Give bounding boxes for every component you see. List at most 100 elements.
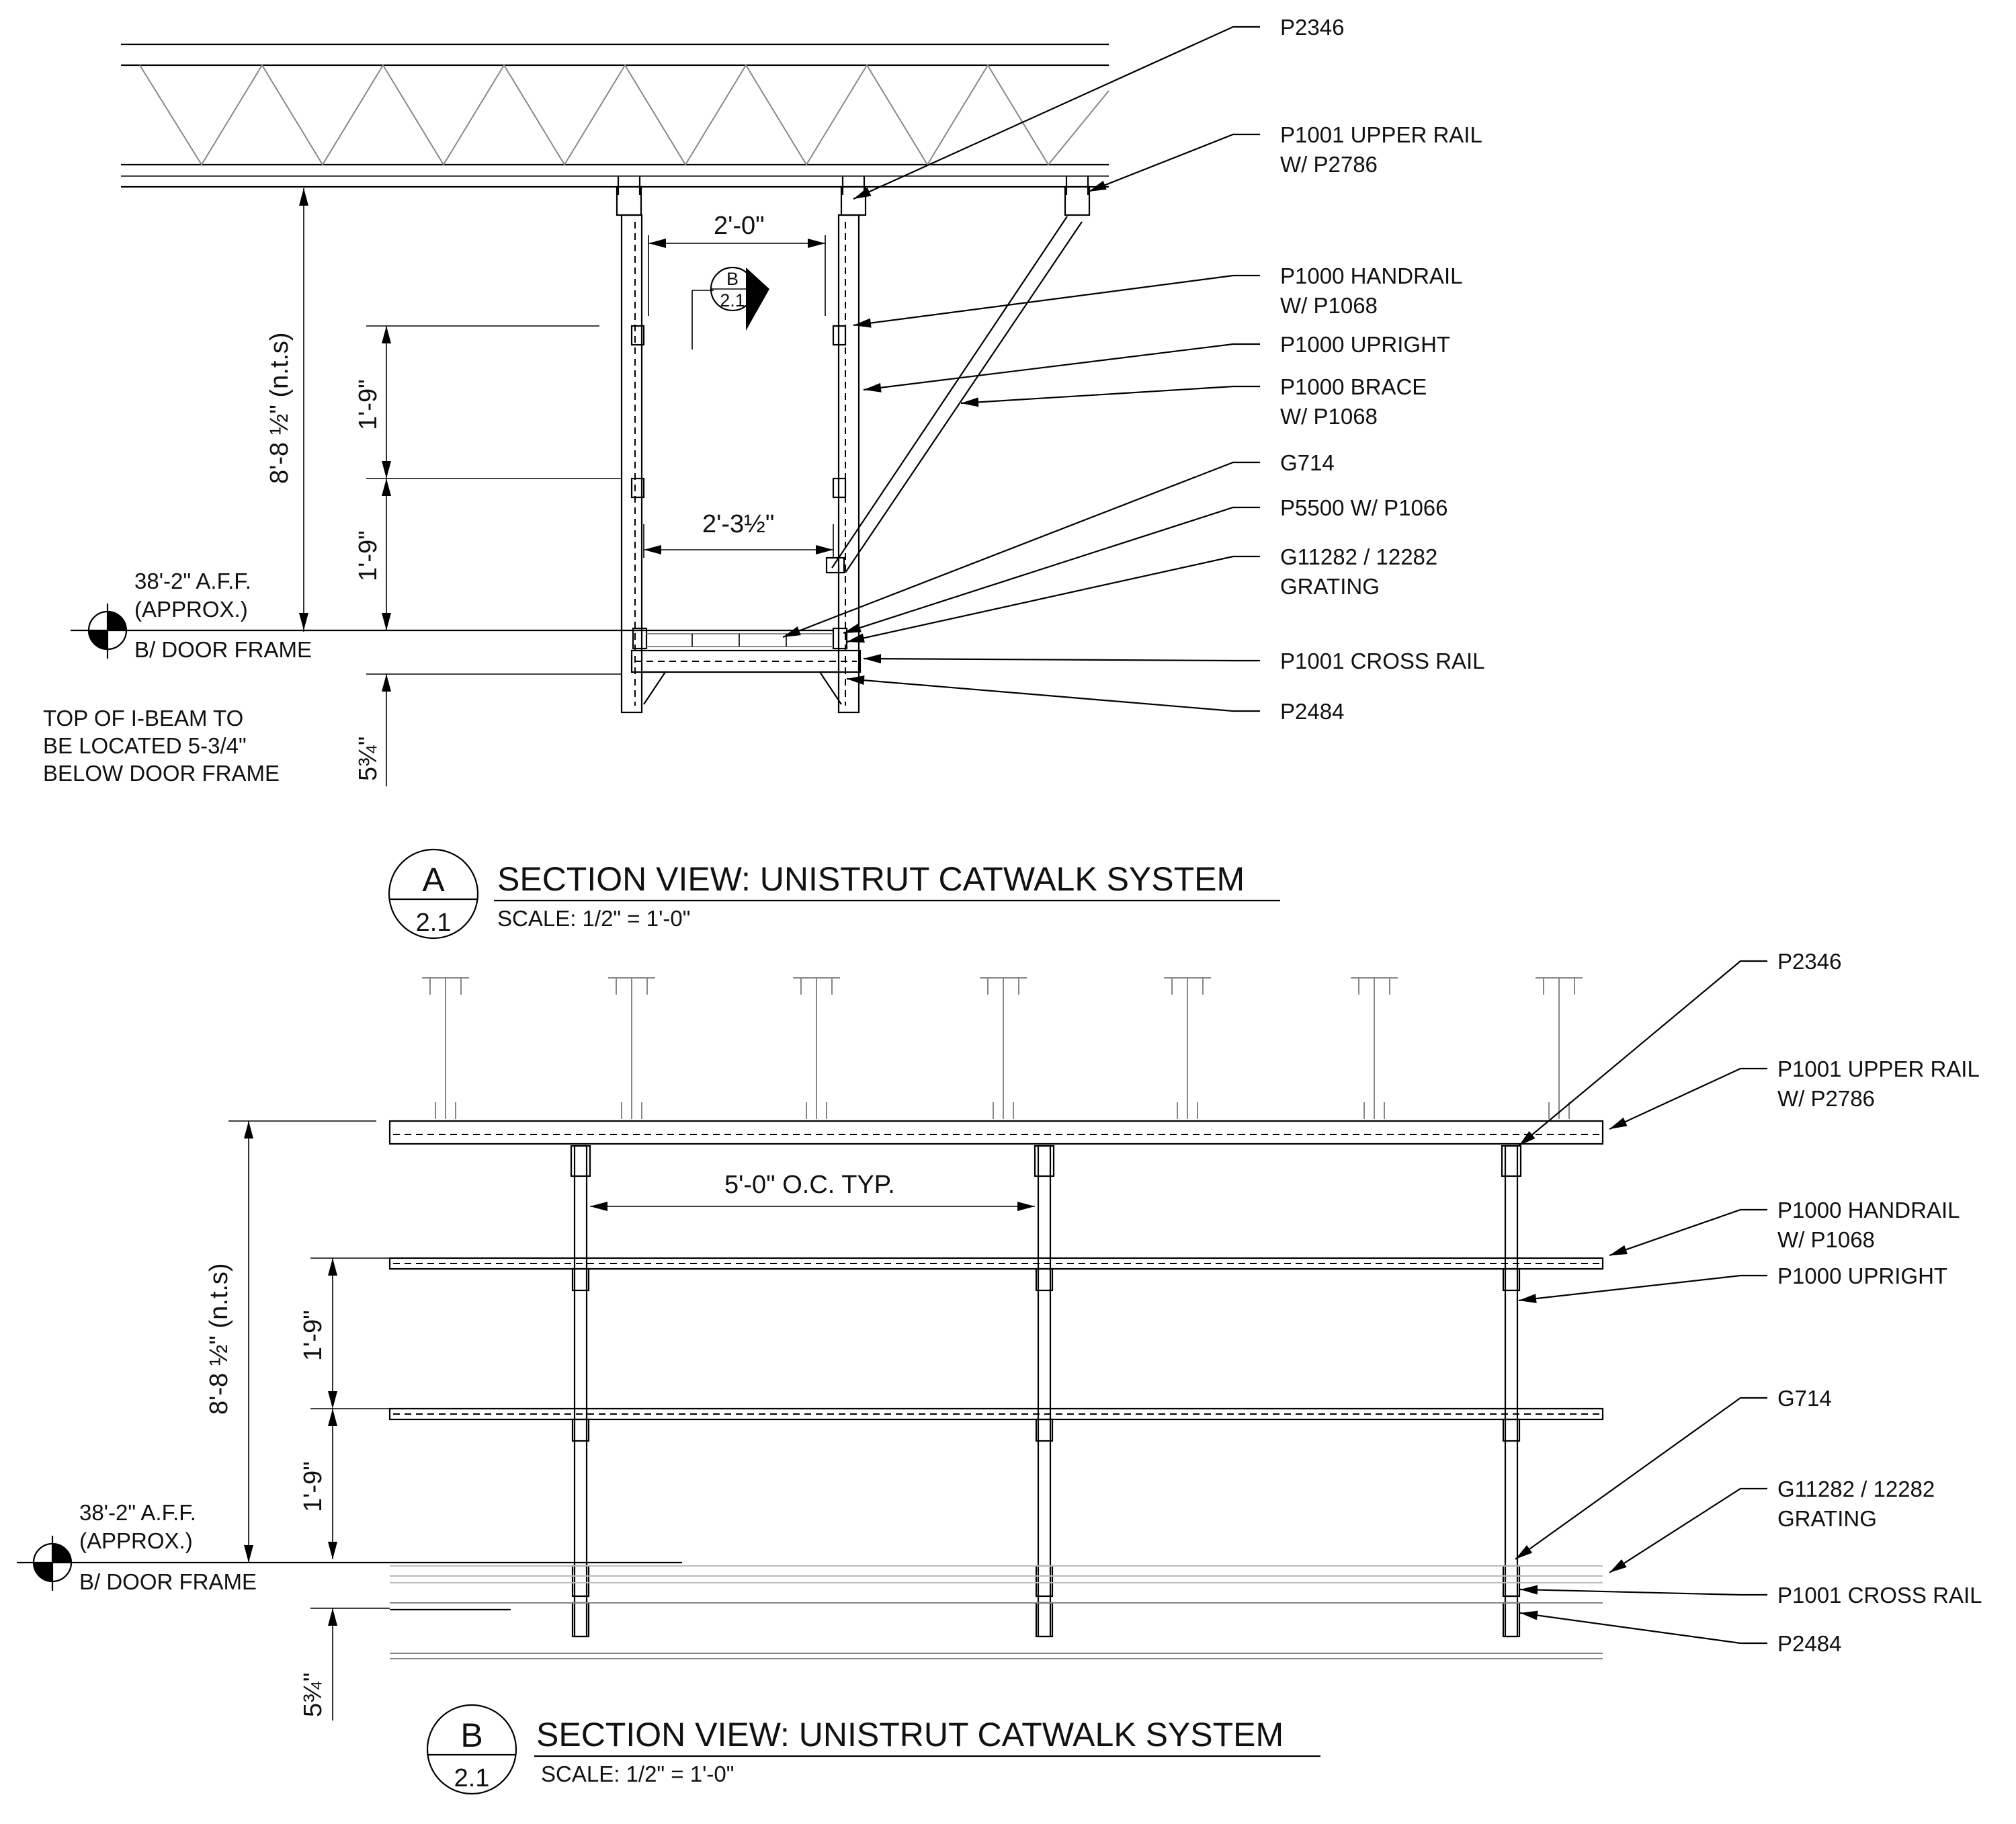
section-cut-letter: B bbox=[726, 269, 739, 289]
dimension-arrowhead bbox=[328, 1608, 337, 1626]
grating-assembly bbox=[630, 627, 862, 705]
callout-a-g714: G714 bbox=[1280, 450, 1335, 475]
section-a-title: SECTION VIEW: UNISTRUT CATWALK SYSTEM bbox=[497, 860, 1245, 898]
p1000-midrail bbox=[388, 1407, 1604, 1421]
note-line-1: TOP OF I-BEAM TO bbox=[43, 706, 243, 731]
rail-fittings bbox=[630, 325, 847, 499]
dimension-arrowhead bbox=[382, 613, 391, 630]
dimension-arrowhead bbox=[816, 545, 833, 554]
leader-arrowhead bbox=[853, 318, 872, 328]
section-a bbox=[71, 26, 1280, 940]
dim-b-overall-height: 8'-8 ½" (n.t.s) bbox=[205, 1263, 233, 1415]
callout-a-brace: P1000 BRACE bbox=[1280, 374, 1427, 399]
dim-a-drop: 5¾" bbox=[354, 737, 382, 781]
dim-a-rail-spacing-1: 1'-9" bbox=[354, 379, 382, 430]
grating-and-cross-rail bbox=[390, 1565, 1603, 1659]
dim-b-drop: 5¾" bbox=[299, 1673, 327, 1717]
dimension-arrowhead bbox=[328, 1391, 337, 1409]
dimension-arrowhead bbox=[328, 1258, 337, 1276]
bubble-a-sheet: 2.1 bbox=[416, 909, 452, 937]
bubble-b-sheet: 2.1 bbox=[454, 1764, 490, 1792]
callout-a-p2346: P2346 bbox=[1280, 15, 1344, 40]
p2346-hanger bbox=[616, 176, 1091, 216]
leader-arrowhead bbox=[783, 626, 801, 637]
elev-b-line1: 38'-2" A.F.F. bbox=[79, 1500, 196, 1525]
dimension-arrowhead bbox=[808, 239, 825, 248]
dimension-arrowhead bbox=[382, 326, 391, 343]
leader-arrowhead bbox=[1515, 1545, 1533, 1559]
bubble-a-letter: A bbox=[422, 861, 445, 899]
section-a-leaders bbox=[782, 26, 1260, 712]
dimension-arrowhead bbox=[244, 1121, 253, 1138]
dimension-arrowhead bbox=[299, 188, 308, 206]
height-dimensions bbox=[71, 188, 833, 786]
section-cut-sheet: 2.1 bbox=[720, 290, 745, 310]
leader-arrowhead bbox=[843, 623, 862, 633]
dimension-arrowhead bbox=[244, 1545, 253, 1563]
leader-arrowhead bbox=[961, 397, 979, 407]
dimension-arrowhead bbox=[382, 461, 391, 479]
callout-b-p2346: P2346 bbox=[1777, 949, 1841, 974]
leader-arrowhead bbox=[1519, 1130, 1536, 1146]
leader-arrowhead bbox=[1520, 1610, 1538, 1620]
bubble-b-letter: B bbox=[460, 1716, 482, 1754]
dim-a-overall-height: 8'-8 ½" (n.t.s) bbox=[265, 332, 294, 484]
elev-a-line3: B/ DOOR FRAME bbox=[134, 637, 312, 662]
callout-a-cross-rail: P1001 CROSS RAIL bbox=[1280, 649, 1484, 673]
width-dimensions bbox=[643, 235, 834, 558]
arrowheads bbox=[244, 180, 1628, 1626]
callout-b-upright: P1000 UPRIGHT bbox=[1777, 1263, 1947, 1288]
p1001-upper-rail bbox=[388, 1120, 1604, 1145]
callout-b-upper-rail: P1001 UPPER RAIL bbox=[1777, 1056, 1980, 1081]
callout-a-p5500: P5500 W/ P1066 bbox=[1280, 495, 1448, 520]
dim-a-width-top: 2'-0" bbox=[714, 212, 765, 240]
dimension-arrowhead bbox=[328, 1542, 337, 1559]
b-elevation-marker bbox=[32, 1536, 73, 1591]
note-line-3: BELOW DOOR FRAME bbox=[43, 761, 280, 786]
section-b-title: SECTION VIEW: UNISTRUT CATWALK SYSTEM bbox=[536, 1716, 1284, 1753]
section-b-scale: SCALE: 1/2" = 1'-0" bbox=[541, 1761, 734, 1786]
p1000-uprights bbox=[570, 1145, 1522, 1638]
dimension-arrowhead bbox=[328, 1409, 337, 1426]
dimension-arrowhead bbox=[644, 545, 661, 554]
dimension-arrowhead bbox=[299, 613, 308, 630]
roof-truss bbox=[121, 43, 1109, 188]
p1000-brace bbox=[825, 216, 1083, 574]
callout-b-p2484: P2484 bbox=[1777, 1631, 1841, 1656]
dimension-arrowhead bbox=[590, 1202, 607, 1211]
section-cut-marker bbox=[691, 266, 769, 349]
callout-b-handrail: P1000 HANDRAIL bbox=[1777, 1198, 1960, 1222]
leader-arrowhead bbox=[1519, 1294, 1537, 1304]
dimension-arrowhead bbox=[382, 479, 391, 496]
note-line-2: BE LOCATED 5-3/4" bbox=[43, 733, 247, 758]
callout-a-handrail-sub: W/ P1068 bbox=[1280, 293, 1378, 318]
section-b-leaders bbox=[1515, 960, 1767, 1645]
b-height-dimensions bbox=[17, 1120, 682, 1721]
section-b-title-block bbox=[426, 1704, 1320, 1795]
leader-arrowhead bbox=[864, 382, 882, 392]
leader-arrowhead bbox=[1609, 1245, 1628, 1255]
section-a-title-block bbox=[388, 848, 1280, 940]
callout-a-brace-sub: W/ P1068 bbox=[1280, 404, 1378, 429]
callout-a-p2484: P2484 bbox=[1280, 699, 1344, 724]
dim-b-spacing: 5'-0" O.C. TYP. bbox=[724, 1171, 895, 1199]
elev-a-line2: (APPROX.) bbox=[134, 597, 248, 622]
dimension-arrowhead bbox=[1017, 1202, 1035, 1211]
callout-b-g714: G714 bbox=[1777, 1386, 1832, 1411]
roof-beams bbox=[422, 977, 1583, 1119]
leader-arrowhead bbox=[1609, 1117, 1628, 1129]
leader-arrowhead bbox=[1609, 1559, 1627, 1573]
leader-arrowhead bbox=[853, 187, 872, 199]
section-b bbox=[17, 960, 1767, 1795]
elev-a-line1: 38'-2" A.F.F. bbox=[134, 569, 251, 593]
dimension-arrowhead bbox=[382, 674, 391, 692]
leader-arrowhead bbox=[1089, 180, 1107, 192]
callout-b-handrail-sub: W/ P1068 bbox=[1777, 1227, 1875, 1252]
section-a-scale: SCALE: 1/2" = 1'-0" bbox=[497, 906, 690, 931]
callout-b-grating-sub: GRATING bbox=[1777, 1506, 1877, 1531]
leader-arrowhead bbox=[847, 633, 865, 643]
dim-b-rail-spacing-2: 1'-9" bbox=[299, 1461, 327, 1512]
callout-a-grating-sub: GRATING bbox=[1280, 574, 1380, 599]
callout-a-upper-rail: P1001 UPPER RAIL bbox=[1280, 122, 1482, 147]
